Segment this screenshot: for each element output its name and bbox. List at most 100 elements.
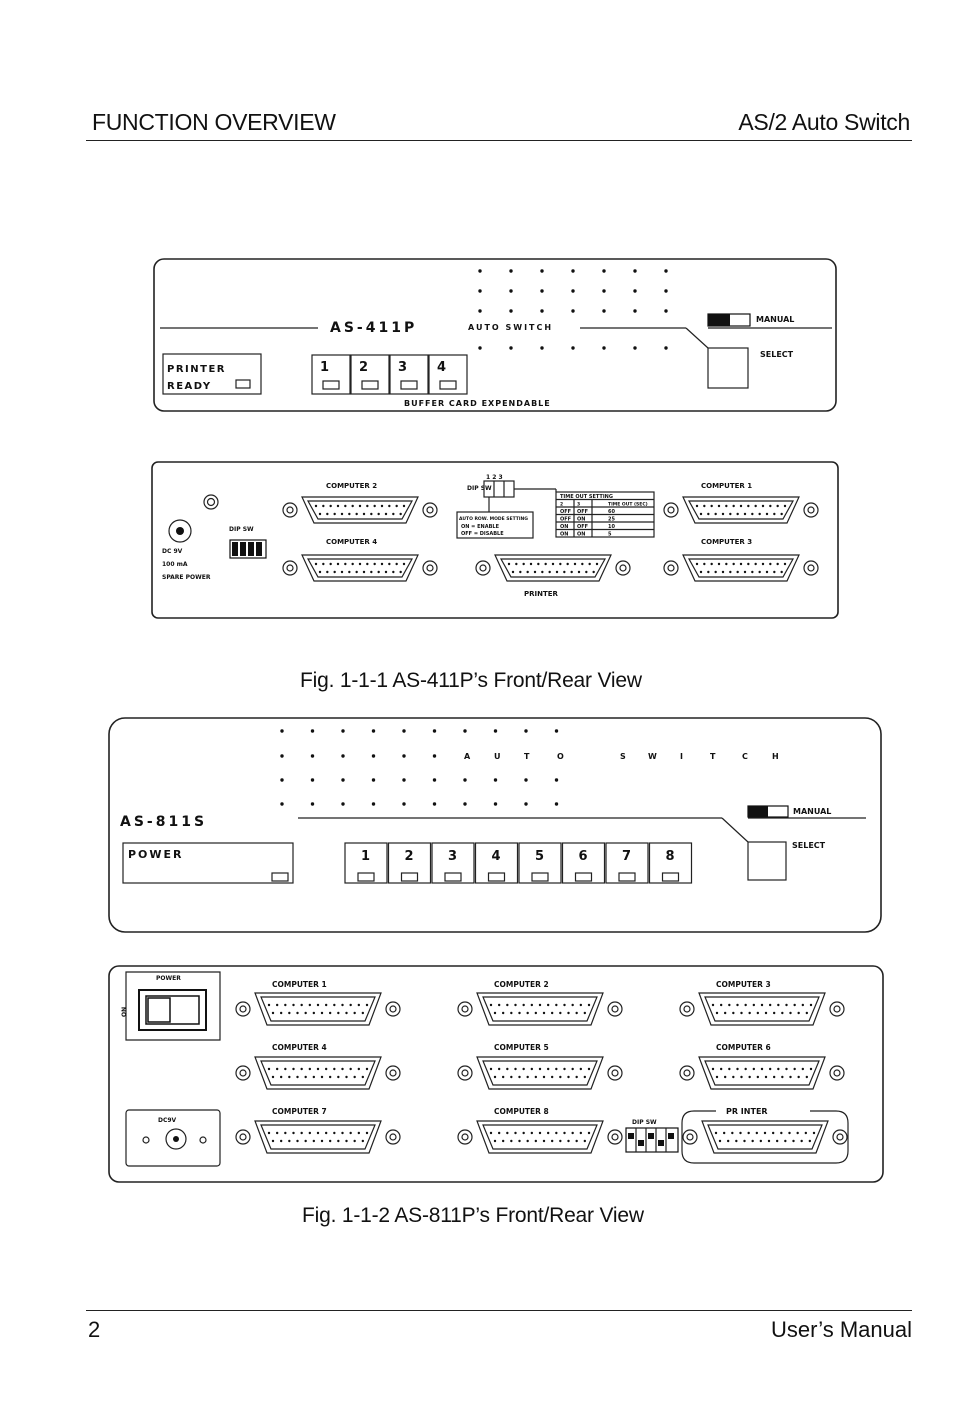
indicator-dot bbox=[664, 289, 668, 293]
indicator-dot bbox=[493, 802, 498, 806]
computer5-label: COMPUTER 5 bbox=[494, 1043, 549, 1052]
indicator-dot bbox=[432, 802, 437, 806]
computer8-port-icon bbox=[457, 1120, 623, 1154]
computer2-port-icon bbox=[282, 496, 438, 524]
indicator-dot bbox=[509, 309, 513, 313]
as411p-model-label: AS-411P bbox=[330, 320, 417, 336]
port-led bbox=[531, 872, 549, 882]
timeout-cell: OFF bbox=[577, 524, 588, 530]
footer-manual: User’s Manual bbox=[770, 1317, 912, 1342]
timeout-cell: OFF bbox=[577, 509, 588, 515]
indicator-dot bbox=[463, 778, 467, 782]
indicator-dot bbox=[571, 269, 575, 273]
indicator-dot bbox=[310, 778, 315, 782]
indicator-dot bbox=[664, 346, 668, 350]
indicator-dot bbox=[602, 309, 606, 313]
indicator-dot bbox=[633, 289, 637, 293]
port-button-1[interactable] bbox=[344, 842, 388, 884]
computer6-label: COMPUTER 6 bbox=[716, 1043, 771, 1052]
port-led bbox=[400, 380, 418, 390]
indicator-dot bbox=[432, 729, 437, 733]
indicator-dot bbox=[478, 309, 482, 313]
indicator-dot bbox=[509, 346, 513, 350]
dip-switch-icon[interactable] bbox=[625, 1127, 679, 1153]
indicator-dot bbox=[310, 729, 315, 733]
port-button-3[interactable] bbox=[389, 354, 429, 395]
as811p-printer-label: PR INTER bbox=[726, 1107, 768, 1116]
indicator-dot bbox=[509, 269, 513, 273]
port-button-label: 5 bbox=[535, 849, 544, 864]
indicator-dot bbox=[493, 778, 498, 782]
indicator-dot bbox=[310, 754, 315, 758]
indicator-dot bbox=[478, 269, 482, 273]
indicator-dot bbox=[633, 309, 637, 313]
as411p-printer-port-label: PRINTER bbox=[524, 590, 559, 598]
as411p-computer4-label: COMPUTER 4 bbox=[326, 538, 377, 546]
power-switch-icon[interactable] bbox=[138, 989, 207, 1031]
as411p-dc-label: DC 9V bbox=[162, 548, 183, 555]
as411p-select-button[interactable] bbox=[707, 347, 749, 389]
as411p-current-label: 100 mA bbox=[162, 561, 188, 568]
power-led bbox=[271, 872, 289, 882]
mode-letter: H bbox=[772, 752, 779, 761]
port-button-4[interactable] bbox=[474, 842, 519, 884]
indicator-dot bbox=[602, 346, 606, 350]
computer5-port-icon bbox=[457, 1056, 623, 1090]
port-button-1[interactable] bbox=[311, 354, 351, 395]
indicator-dot bbox=[540, 269, 544, 273]
port-button-8[interactable] bbox=[648, 842, 693, 884]
indicator-dot bbox=[554, 778, 559, 782]
auto-mode-title: AUTO ROW. MODE SETTING bbox=[459, 516, 528, 522]
port-button-2[interactable] bbox=[350, 354, 390, 395]
as411p-manual-label: MANUAL bbox=[756, 315, 794, 324]
indicator-dot bbox=[602, 269, 606, 273]
port-button-6[interactable] bbox=[561, 842, 606, 884]
port-led bbox=[357, 872, 375, 882]
dip-switch-icon[interactable] bbox=[229, 539, 267, 559]
printer-port-icon bbox=[475, 554, 631, 582]
page-header-title: FUNCTION OVERVIEW bbox=[92, 109, 336, 135]
as811p-manual-label: MANUAL bbox=[793, 807, 831, 816]
indicator-dot bbox=[602, 289, 606, 293]
as811p-power-switch-label: POWER bbox=[156, 975, 181, 982]
screw-icon bbox=[203, 494, 219, 510]
port-button-label: 7 bbox=[622, 849, 631, 864]
as411p-select-label: SELECT bbox=[760, 350, 794, 359]
auto-mode-row-0: ON = ENABLE bbox=[461, 524, 500, 530]
port-button-label: 1 bbox=[361, 849, 370, 864]
indicator-dot bbox=[402, 778, 406, 782]
mode-letter: C bbox=[742, 752, 748, 761]
computer2-port-icon bbox=[457, 992, 623, 1026]
port-button-5[interactable] bbox=[518, 842, 562, 884]
port-button-label: 1 bbox=[320, 360, 329, 375]
as811p-select-button[interactable] bbox=[747, 841, 787, 881]
indicator-dot bbox=[371, 754, 376, 758]
port-button-label: 8 bbox=[666, 849, 675, 864]
indicator-dot bbox=[554, 802, 559, 806]
port-button-3[interactable] bbox=[431, 842, 475, 884]
indicator-dot bbox=[341, 754, 345, 758]
port-button-2[interactable] bbox=[387, 842, 432, 884]
indicator-dot bbox=[402, 802, 406, 806]
page-number: 2 bbox=[88, 1317, 101, 1342]
port-button-7[interactable] bbox=[605, 842, 649, 884]
as811p-on-label: ON bbox=[121, 1007, 128, 1017]
indicator-dot bbox=[633, 269, 637, 273]
mode-letter: T bbox=[710, 752, 716, 761]
timeout-title: TIME OUT SETTING bbox=[560, 494, 613, 500]
computer1-port-icon bbox=[663, 496, 819, 524]
timeout-cell: 25 bbox=[608, 517, 615, 523]
indicator-dot bbox=[509, 289, 513, 293]
port-led bbox=[487, 872, 506, 882]
indicator-dot bbox=[341, 778, 345, 782]
as411p-ready-led bbox=[235, 379, 251, 389]
as411p-ready-label: READY bbox=[167, 381, 212, 392]
port-button-label: 2 bbox=[359, 360, 368, 375]
timeout-head-cell: 2 bbox=[560, 502, 563, 508]
indicator-dot bbox=[664, 269, 668, 273]
indicator-dot bbox=[540, 289, 544, 293]
indicator-dot bbox=[524, 778, 528, 782]
indicator-dot bbox=[571, 289, 575, 293]
port-button-4[interactable] bbox=[428, 354, 468, 395]
